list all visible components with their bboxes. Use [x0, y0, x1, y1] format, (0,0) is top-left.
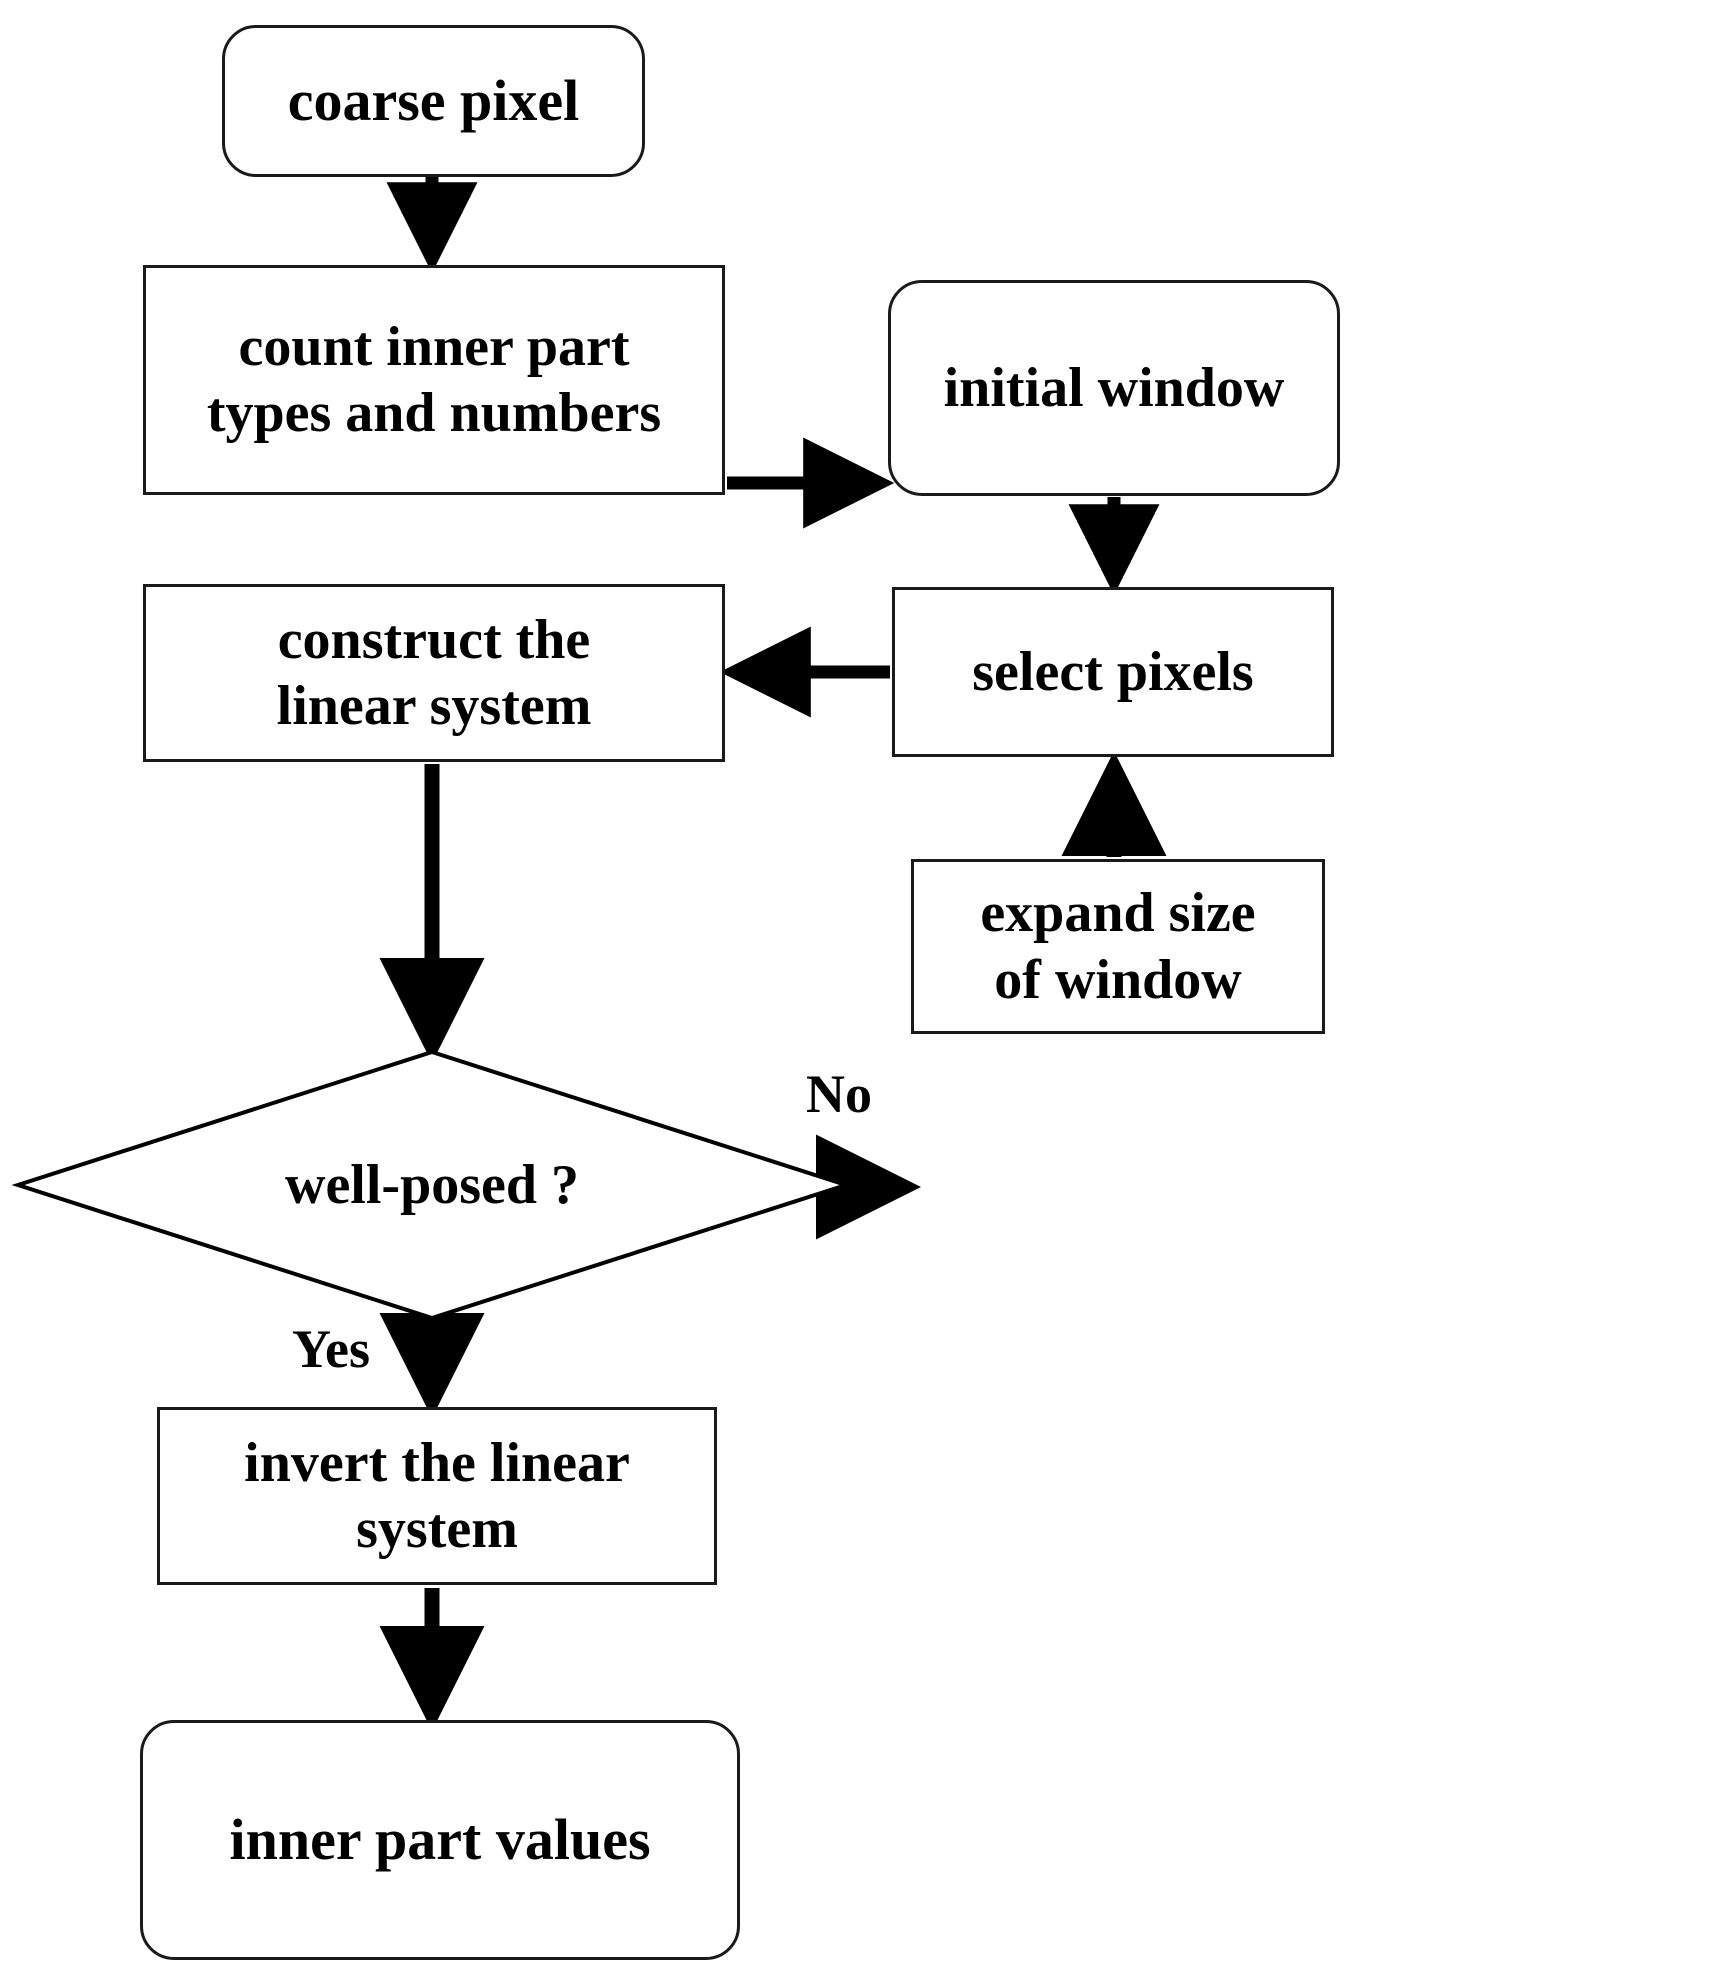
node-select-pixels-label: select pixels — [972, 640, 1254, 703]
node-expand-size-of-window[interactable]: expand size of window — [911, 859, 1325, 1034]
node-invert-linear-system[interactable]: invert the linear system — [157, 1407, 717, 1585]
node-inner-part-values[interactable]: inner part values — [140, 1720, 740, 1960]
node-well-posed-decision[interactable]: well-posed ? — [18, 1052, 846, 1318]
node-initial-window-label: initial window — [943, 356, 1285, 419]
node-expand-size-of-window-label: expand size of window — [980, 882, 1256, 1011]
node-select-pixels[interactable]: select pixels — [892, 587, 1334, 757]
node-initial-window[interactable]: initial window — [888, 280, 1340, 496]
edge-label-no: No — [806, 1064, 872, 1124]
node-construct-linear-system-label: construct the linear system — [276, 608, 592, 737]
node-well-posed-decision-label: well-posed ? — [285, 1154, 579, 1216]
node-inner-part-values-label: inner part values — [229, 1806, 651, 1872]
node-coarse-pixel[interactable]: coarse pixel — [222, 25, 645, 177]
edge-label-yes: Yes — [292, 1319, 370, 1379]
node-coarse-pixel-label: coarse pixel — [287, 67, 580, 133]
node-construct-linear-system[interactable]: construct the linear system — [143, 584, 725, 762]
node-invert-linear-system-label: invert the linear system — [244, 1431, 630, 1560]
node-count-inner-part[interactable]: count inner part types and numbers — [143, 265, 725, 495]
node-count-inner-part-label: count inner part types and numbers — [206, 315, 662, 444]
